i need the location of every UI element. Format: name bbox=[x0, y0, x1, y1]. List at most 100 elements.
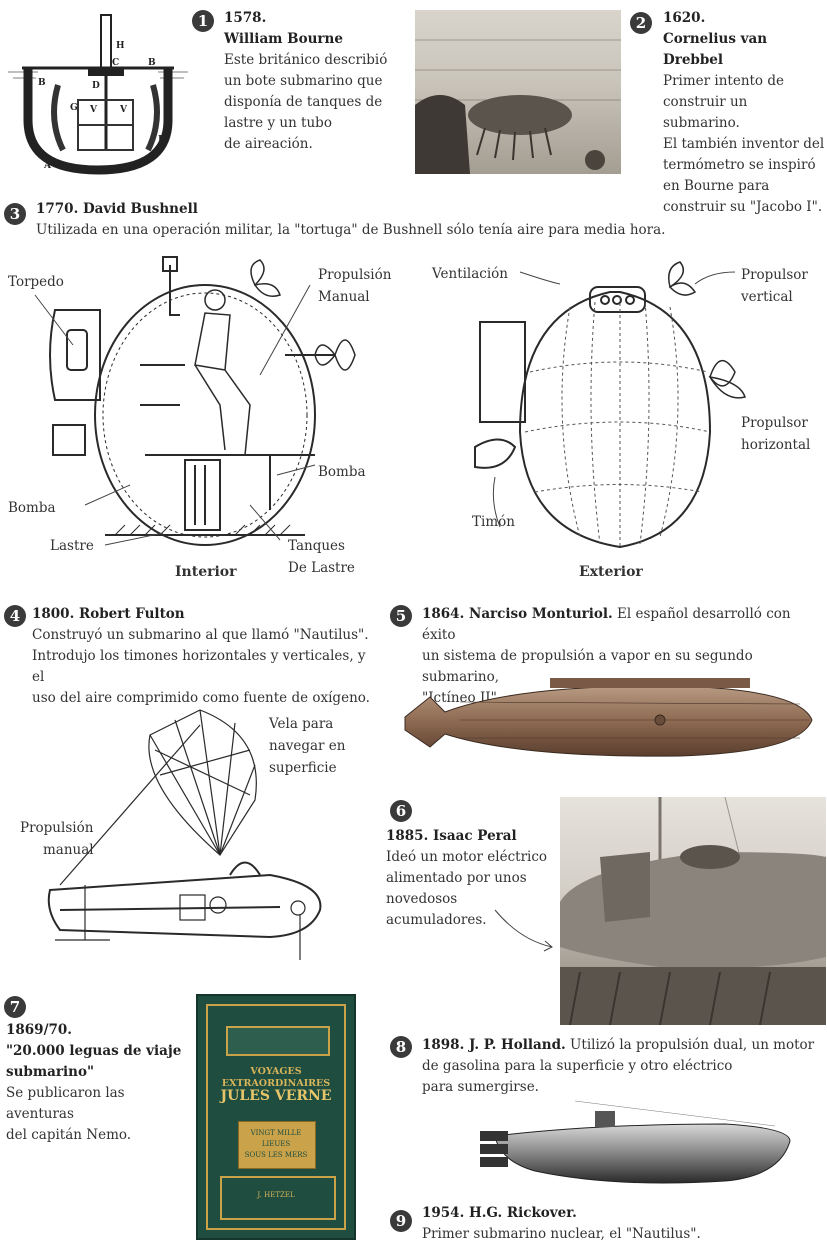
entry-4-text: 1800. Robert Fulton Construyó un submari… bbox=[32, 604, 382, 709]
book-author: JULES VERNE bbox=[220, 1088, 332, 1104]
entry-1-line: disponía de tanques de bbox=[224, 94, 383, 110]
turtle-exterior-diagram bbox=[474, 261, 746, 549]
bourne-letter: A bbox=[43, 161, 52, 171]
badge-1: 1 bbox=[192, 10, 214, 32]
entry-4-line: uso del aire comprimido como fuente de o… bbox=[32, 690, 370, 706]
bourne-letter: E bbox=[158, 135, 165, 145]
entry-8-line: de gasolina para la superficie y otro el… bbox=[422, 1058, 733, 1074]
entry-1-line: de aireación. bbox=[224, 136, 313, 152]
entry-2-line: construir su "Jacobo I". bbox=[663, 199, 823, 215]
entry-1-title2: William Bourne bbox=[224, 31, 343, 47]
label-prop-vertical-1: Propulsor bbox=[741, 267, 808, 283]
book-title-1: VINGT MILLE LIEUES bbox=[250, 1129, 302, 1148]
label-prop-manual-1: Propulsión bbox=[20, 820, 94, 836]
entry-2-line: termómetro se inspiró bbox=[663, 157, 816, 173]
entry-8-line: para sumergirse. bbox=[422, 1079, 539, 1095]
entry-6-title: 1885. Isaac Peral bbox=[386, 828, 517, 844]
book-title: VINGT MILLE LIEUES SOUS LES MERS bbox=[238, 1128, 314, 1161]
label-propulsion-manual-2: Manual bbox=[318, 289, 370, 305]
turtle-interior-diagram bbox=[34, 256, 356, 546]
bourne-diagram: H C D B B G V V E A bbox=[8, 14, 188, 175]
bourne-letter: B bbox=[148, 58, 156, 68]
badge-6: 6 bbox=[390, 800, 412, 822]
entry-2-line: El también inventor del bbox=[663, 136, 825, 152]
entry-7-text: 1869/70. "20.000 leguas de viaje submari… bbox=[6, 1020, 196, 1146]
entry-7-line: del capitán Nemo. bbox=[6, 1127, 132, 1143]
entry-3-title: 1770. David Bushnell bbox=[36, 201, 198, 217]
entry-9-text: 1954. H.G. Rickover. Primer submarino nu… bbox=[422, 1203, 822, 1245]
book-title-2: SOUS LES MERS bbox=[244, 1151, 308, 1159]
caption-exterior: Exterior bbox=[579, 564, 643, 580]
peral-arrow bbox=[494, 909, 553, 952]
badge-2: 2 bbox=[630, 12, 652, 34]
label-prop-manual-2: manual bbox=[43, 842, 94, 858]
entry-6-line: Ideó un motor eléctrico bbox=[386, 849, 548, 865]
badge-8: 8 bbox=[390, 1036, 412, 1058]
entry-2-title: 1620. bbox=[663, 10, 706, 26]
entry-6-line: novedosos acumuladores. bbox=[386, 891, 487, 928]
bourne-letter: V bbox=[119, 105, 128, 115]
peral-photo bbox=[560, 797, 826, 1025]
label-lastre: Lastre bbox=[50, 538, 94, 554]
bourne-letter: D bbox=[92, 81, 100, 91]
label-bomba-right: Bomba bbox=[318, 464, 366, 480]
fulton-diagram bbox=[47, 709, 322, 960]
label-prop-vertical-2: vertical bbox=[741, 289, 793, 305]
entry-1-line: lastre y un tubo bbox=[224, 115, 332, 131]
entry-2-line: Primer intento de bbox=[663, 73, 784, 89]
label-ventilacion: Ventilación bbox=[432, 266, 509, 282]
entry-9-title: 1954. H.G. Rickover. bbox=[422, 1205, 577, 1221]
entry-1-title: 1578. bbox=[224, 10, 267, 26]
holland-image bbox=[480, 1100, 791, 1184]
entry-6-text: 1885. Isaac Peral Ideó un motor eléctric… bbox=[386, 826, 561, 931]
entry-9-line: Primer submarino nuclear, el "Nautilus". bbox=[422, 1226, 701, 1242]
entry-4-title: 1800. Robert Fulton bbox=[32, 606, 185, 622]
bourne-letter: H bbox=[116, 41, 125, 51]
label-prop-horizontal-2: horizontal bbox=[741, 437, 811, 453]
label-torpedo: Torpedo bbox=[8, 274, 64, 290]
entry-4-line: Introdujo los timones horizontales y ver… bbox=[32, 648, 366, 685]
badge-7: 7 bbox=[4, 996, 26, 1018]
entry-2-line: en Bourne para bbox=[663, 178, 770, 194]
drebbel-engraving bbox=[415, 10, 621, 174]
label-tanques-2: De Lastre bbox=[288, 560, 355, 576]
book-cover: VOYAGES EXTRAORDINAIRES JULES VERNE VING… bbox=[196, 994, 356, 1240]
bourne-letter: V bbox=[89, 105, 98, 115]
book-series: VOYAGES EXTRAORDINAIRES bbox=[221, 1066, 331, 1089]
entry-8-text: 1898. J. P. Holland. Utilizó la propulsi… bbox=[422, 1035, 822, 1098]
entry-1-line: un bote submarino que bbox=[224, 73, 383, 89]
entry-7-line: Se publicaron las aventuras bbox=[6, 1085, 125, 1122]
bourne-letter: B bbox=[38, 78, 46, 88]
entry-7-title: 1869/70. bbox=[6, 1022, 72, 1038]
badge-5: 5 bbox=[390, 605, 412, 627]
ictineo-image bbox=[404, 678, 813, 757]
label-bomba-left: Bomba bbox=[8, 500, 56, 516]
badge-4: 4 bbox=[4, 605, 26, 627]
label-timon: Timón bbox=[472, 514, 515, 530]
entry-4-line: Construyó un submarino al que llamó "Nau… bbox=[32, 627, 369, 643]
entry-7-title2: "20.000 leguas de viaje bbox=[6, 1043, 182, 1059]
entry-1-text: 1578. William Bourne Este británico desc… bbox=[224, 8, 404, 155]
entry-2-line: construir un submarino. bbox=[663, 94, 748, 131]
book-publisher: J. HETZEL bbox=[257, 1191, 295, 1199]
entry-6-line: alimentado por unos bbox=[386, 870, 527, 886]
entry-8-title: 1898. J. P. Holland. bbox=[422, 1037, 566, 1053]
bourne-letter: G bbox=[70, 103, 78, 113]
caption-interior: Interior bbox=[175, 564, 237, 580]
badge-3: 3 bbox=[4, 203, 26, 225]
entry-5-inline: El español desarrolló con éxito bbox=[422, 606, 791, 643]
entry-2-title3: Drebbel bbox=[663, 52, 724, 68]
entry-5-text: 1864. Narciso Monturiol. El español desa… bbox=[422, 604, 822, 709]
entry-5-line: un sistema de propulsión a vapor en su s… bbox=[422, 648, 753, 685]
label-tanques-1: Tanques bbox=[288, 538, 345, 554]
entry-8-inline: Utilizó la propulsión dual, un motor bbox=[565, 1037, 815, 1053]
badge-9: 9 bbox=[390, 1210, 412, 1232]
entry-2-title2: Cornelius van bbox=[663, 31, 768, 47]
entry-1-line: Este británico describió bbox=[224, 52, 388, 68]
entry-3-line: Utilizada en una operación militar, la "… bbox=[36, 222, 666, 238]
label-vela-2: navegar en bbox=[269, 738, 346, 754]
bourne-letter: C bbox=[112, 58, 119, 68]
label-prop-horizontal-1: Propulsor bbox=[741, 415, 808, 431]
label-propulsion-manual-1: Propulsión bbox=[318, 267, 392, 283]
entry-7-title3: submarino" bbox=[6, 1064, 94, 1080]
